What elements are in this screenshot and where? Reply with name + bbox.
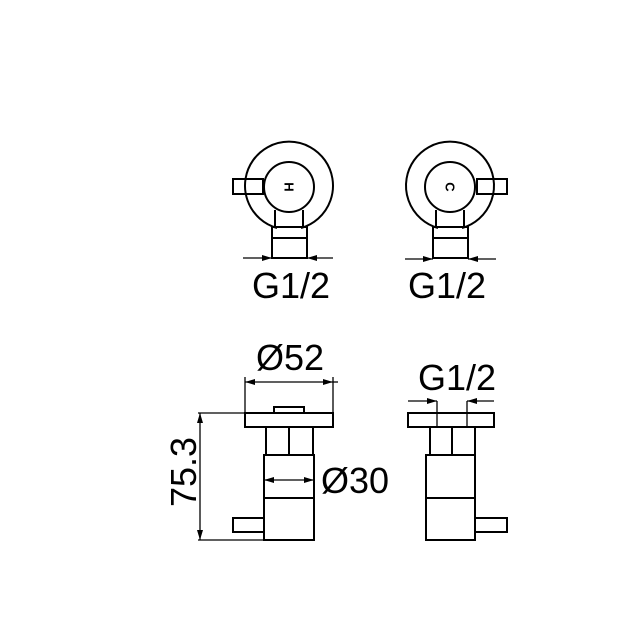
connector [271, 226, 308, 259]
outer-rosette [244, 140, 334, 229]
thread-label-cold: G1/2 [408, 265, 486, 306]
handle-lever [476, 178, 508, 195]
inner-knob [263, 161, 315, 213]
plate-diameter-label: Ø52 [256, 337, 324, 378]
side-lever [474, 517, 508, 533]
thread-label-side: G1/2 [418, 357, 496, 398]
hot-mark: H [282, 182, 297, 191]
handle-lever [232, 178, 264, 195]
height-label: 75.3 [163, 437, 204, 507]
cold-mark: C [443, 182, 458, 192]
cover-plate [244, 412, 334, 428]
top-view-hot: H G1/2 [232, 140, 334, 306]
side-lever [232, 517, 265, 533]
thread-label-hot: G1/2 [252, 265, 330, 306]
side-view: G1/2 [407, 357, 508, 541]
top-view-cold: C G1/2 [405, 140, 508, 306]
cover-plate [407, 412, 495, 428]
inner-knob [424, 161, 476, 213]
body-diameter-label: Ø30 [321, 460, 389, 501]
outer-rosette [405, 140, 495, 229]
connector [432, 226, 469, 259]
front-view: Ø52 75.3 Ø30 [163, 337, 389, 541]
